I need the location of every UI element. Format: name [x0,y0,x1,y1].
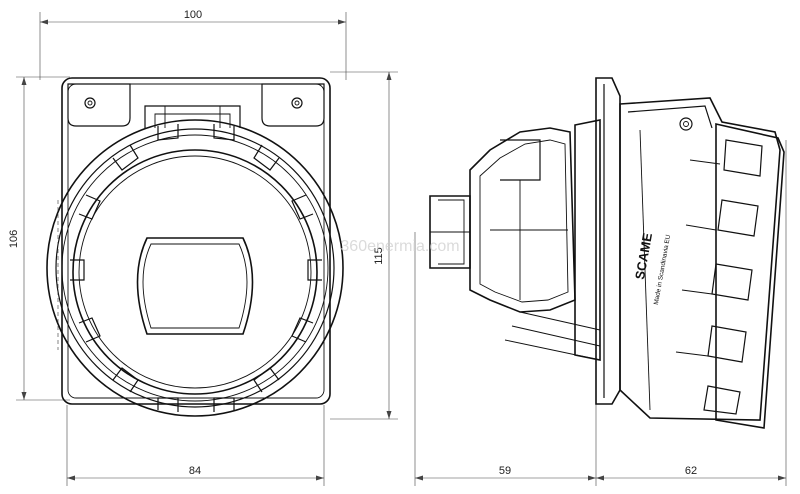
hinge-pin [679,117,693,131]
front-view [46,77,344,417]
dim-label-rear-depth: 59 [499,465,511,477]
dim-label-front-depth: 62 [685,465,697,477]
screw-hole-top-right [291,97,303,109]
dimension-lines [16,12,787,486]
screw-hole-top-left [84,97,96,109]
dim-label-right-height: 115 [373,247,385,265]
brand-label: SCAME [632,231,655,280]
dim-label-bottom-width: 84 [189,465,201,477]
dim-label-left-height: 106 [8,230,20,248]
side-view [429,77,785,429]
origin-label: Made in Scandinavia EU [653,234,672,306]
dim-label-top-width: 100 [184,9,202,21]
watermark-text: 360enermia.com [340,238,459,255]
